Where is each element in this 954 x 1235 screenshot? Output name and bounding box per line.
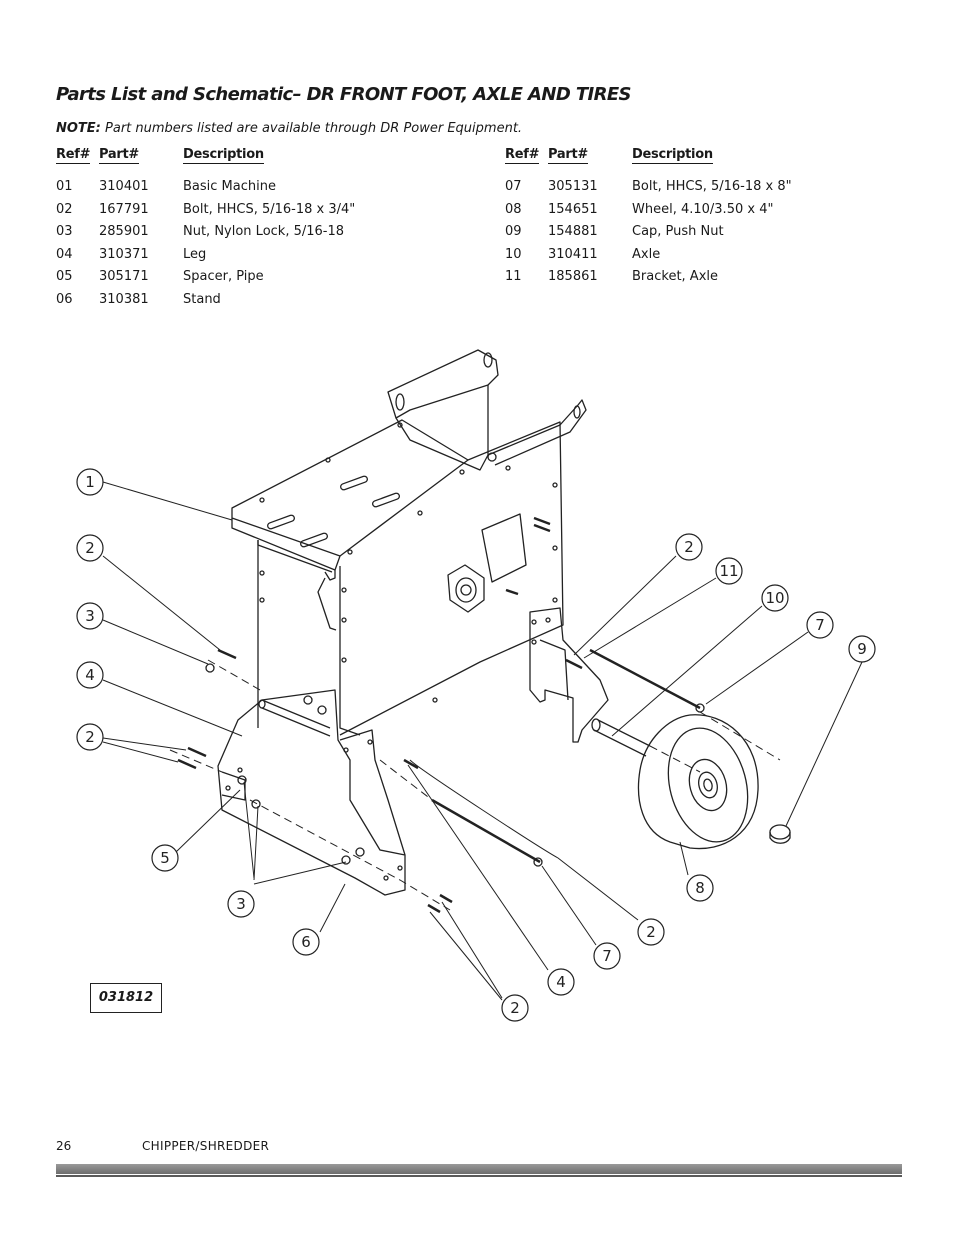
callout-4: 4 [556, 973, 566, 991]
description-cell: Bracket, Axle [632, 269, 718, 285]
description-cell: Stand [183, 291, 221, 307]
callout-2: 2 [510, 999, 520, 1017]
ref-cell: 01 [56, 179, 73, 194]
description-cell: Basic Machine [183, 179, 276, 194]
callout-2: 2 [684, 538, 694, 556]
axle-bracket [529, 607, 609, 743]
callout-2: 2 [646, 923, 656, 941]
description-cell: Wheel, 4.10/3.50 x 4" [632, 201, 774, 217]
part-cell: 154881 [548, 224, 598, 240]
leader-lines [102, 481, 863, 1001]
ref-cell: 10 [505, 246, 522, 262]
ref-cell: 07 [505, 179, 522, 194]
description-cell: Leg [183, 246, 207, 262]
callout-10: 10 [765, 589, 784, 607]
footer-rule-thin [56, 1175, 902, 1177]
page-title: Parts List and Schematic– DR FRONT FOOT,… [56, 84, 632, 105]
ref-cell: 05 [56, 269, 73, 285]
push-nut-cap [769, 824, 791, 844]
header-part: Part# [99, 147, 139, 164]
note: NOTE: Part numbers listed are available … [56, 121, 522, 136]
header-ref: Ref# [505, 147, 540, 164]
footer-doc-title: CHIPPER/SHREDDER [142, 1139, 270, 1153]
header-part: Part# [548, 147, 588, 164]
header-ref: Ref# [56, 147, 91, 164]
part-cell: 310411 [548, 246, 598, 262]
part-cell: 310381 [99, 291, 149, 307]
callout-9: 9 [857, 640, 867, 658]
long-bolt [431, 648, 701, 864]
description-cell: Spacer, Pipe [183, 269, 264, 285]
description-cell: Cap, Push Nut [632, 224, 724, 240]
callout-11: 11 [719, 562, 738, 580]
page-number: 26 [56, 1139, 72, 1153]
ref-cell: 03 [56, 224, 73, 240]
callout-3: 3 [85, 607, 95, 625]
diagram-code: 031812 [90, 983, 162, 1013]
callout-1: 1 [85, 473, 95, 491]
callout-2: 2 [85, 728, 95, 746]
note-text: Part numbers listed are available throug… [100, 121, 523, 136]
callout-2: 2 [85, 539, 95, 557]
description-cell: Bolt, HHCS, 5/16-18 x 8" [632, 179, 792, 194]
callout-labels: 1 2 3 4 2 5 3 6 2 4 7 2 8 9 7 10 11 2 [85, 473, 867, 1017]
ref-cell: 11 [505, 269, 522, 285]
part-cell: 185861 [548, 269, 598, 285]
fasteners [177, 648, 583, 914]
leg-stand [217, 689, 406, 896]
axle [591, 718, 651, 757]
part-cell: 154651 [548, 201, 598, 217]
exploded-schematic: 1 2 3 4 2 5 3 6 2 4 7 2 8 9 7 10 11 2 [76, 349, 876, 1022]
ref-cell: 06 [56, 291, 73, 307]
ref-cell: 02 [56, 201, 73, 217]
nylon-lock-nuts [205, 663, 705, 867]
description-cell: Bolt, HHCS, 5/16-18 x 3/4" [183, 201, 356, 217]
description-cell: Nut, Nylon Lock, 5/16-18 [183, 224, 345, 240]
header-description: Description [632, 147, 713, 164]
callout-7: 7 [815, 616, 825, 634]
note-label: NOTE: [56, 121, 101, 136]
part-cell: 310401 [99, 179, 149, 194]
assembly-centerlines [169, 659, 781, 911]
ref-cell: 08 [505, 201, 522, 217]
callout-7: 7 [602, 947, 612, 965]
description-cell: Axle [632, 246, 661, 262]
callout-circles [76, 468, 876, 1022]
ref-cell: 09 [505, 224, 522, 240]
ref-cell: 04 [56, 246, 73, 262]
callout-5: 5 [160, 849, 170, 867]
callout-8: 8 [695, 879, 705, 897]
basic-machine-frame [231, 419, 564, 736]
callout-4: 4 [85, 666, 95, 684]
callout-6: 6 [301, 933, 311, 951]
part-cell: 285901 [99, 224, 149, 240]
part-cell: 305131 [548, 179, 598, 194]
spacer-pipe [258, 699, 331, 737]
part-cell: 305171 [99, 269, 149, 285]
part-cell: 167791 [99, 201, 149, 217]
part-cell: 310371 [99, 246, 149, 262]
callout-3: 3 [236, 895, 246, 913]
wheel [637, 714, 759, 850]
header-description: Description [183, 147, 264, 164]
footer-rule [56, 1164, 902, 1174]
